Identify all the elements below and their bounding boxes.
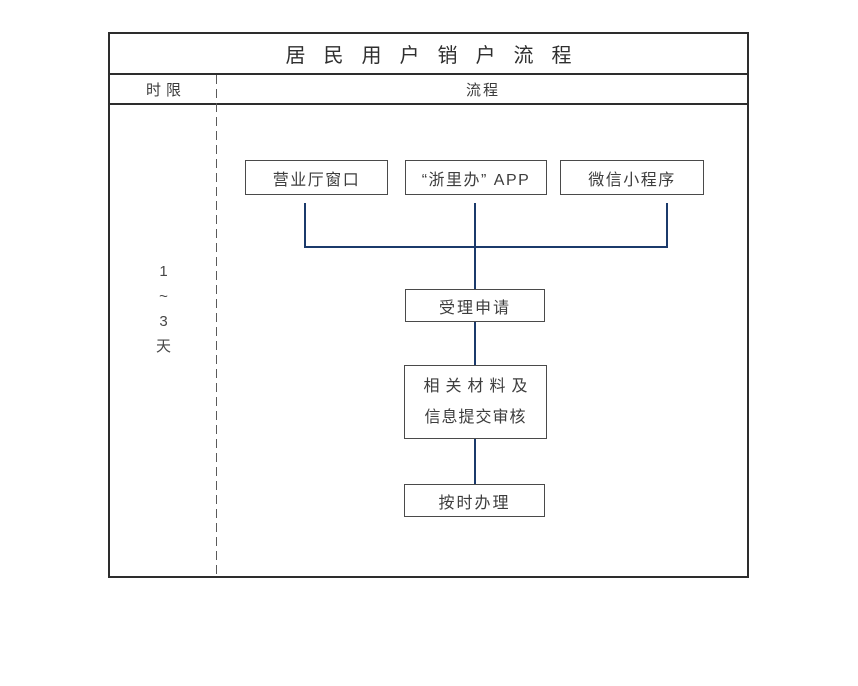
page-title: 居民用户销户流程 (285, 45, 590, 67)
flow-node-zheliban-app: “浙里办” APP (405, 160, 547, 195)
duration-char: 天 (155, 338, 171, 355)
materials-review-line2: 信息提交审核 (424, 409, 527, 426)
duration-char: 3 (159, 313, 168, 330)
title-row: 居民用户销户流程 (110, 34, 747, 75)
header-row: 时限 流程 (110, 75, 747, 105)
flow-node-accept-application: 受理申请 (405, 289, 545, 322)
connector-line-left-stub (304, 203, 306, 246)
duration-label: 1 ~ 3 天 (110, 259, 217, 359)
flow-node-process-on-time: 按时办理 (404, 484, 545, 517)
duration-char: ~ (159, 288, 168, 305)
flow-node-materials-review: 相关材料及 信息提交审核 (404, 365, 547, 439)
column-header-process: 流程 (465, 81, 500, 99)
column-divider-dashed-line (216, 75, 217, 576)
column-header-time-limit: 时限 (145, 81, 186, 99)
flow-node-business-hall-window: 营业厅窗口 (245, 160, 388, 195)
connector-line-center-middle (474, 322, 476, 365)
connector-line-horizontal (304, 246, 668, 248)
duration-char: 1 (159, 263, 168, 280)
materials-review-line1: 相关材料及 (423, 378, 534, 395)
process-flowchart-table: 居民用户销户流程 时限 流程 1 ~ 3 天 营业厅窗口 “浙里办” APP 微… (108, 32, 749, 578)
connector-line-center-bottom (474, 439, 476, 484)
flow-node-wechat-mini-program: 微信小程序 (560, 160, 704, 195)
connector-line-right-stub (666, 203, 668, 246)
